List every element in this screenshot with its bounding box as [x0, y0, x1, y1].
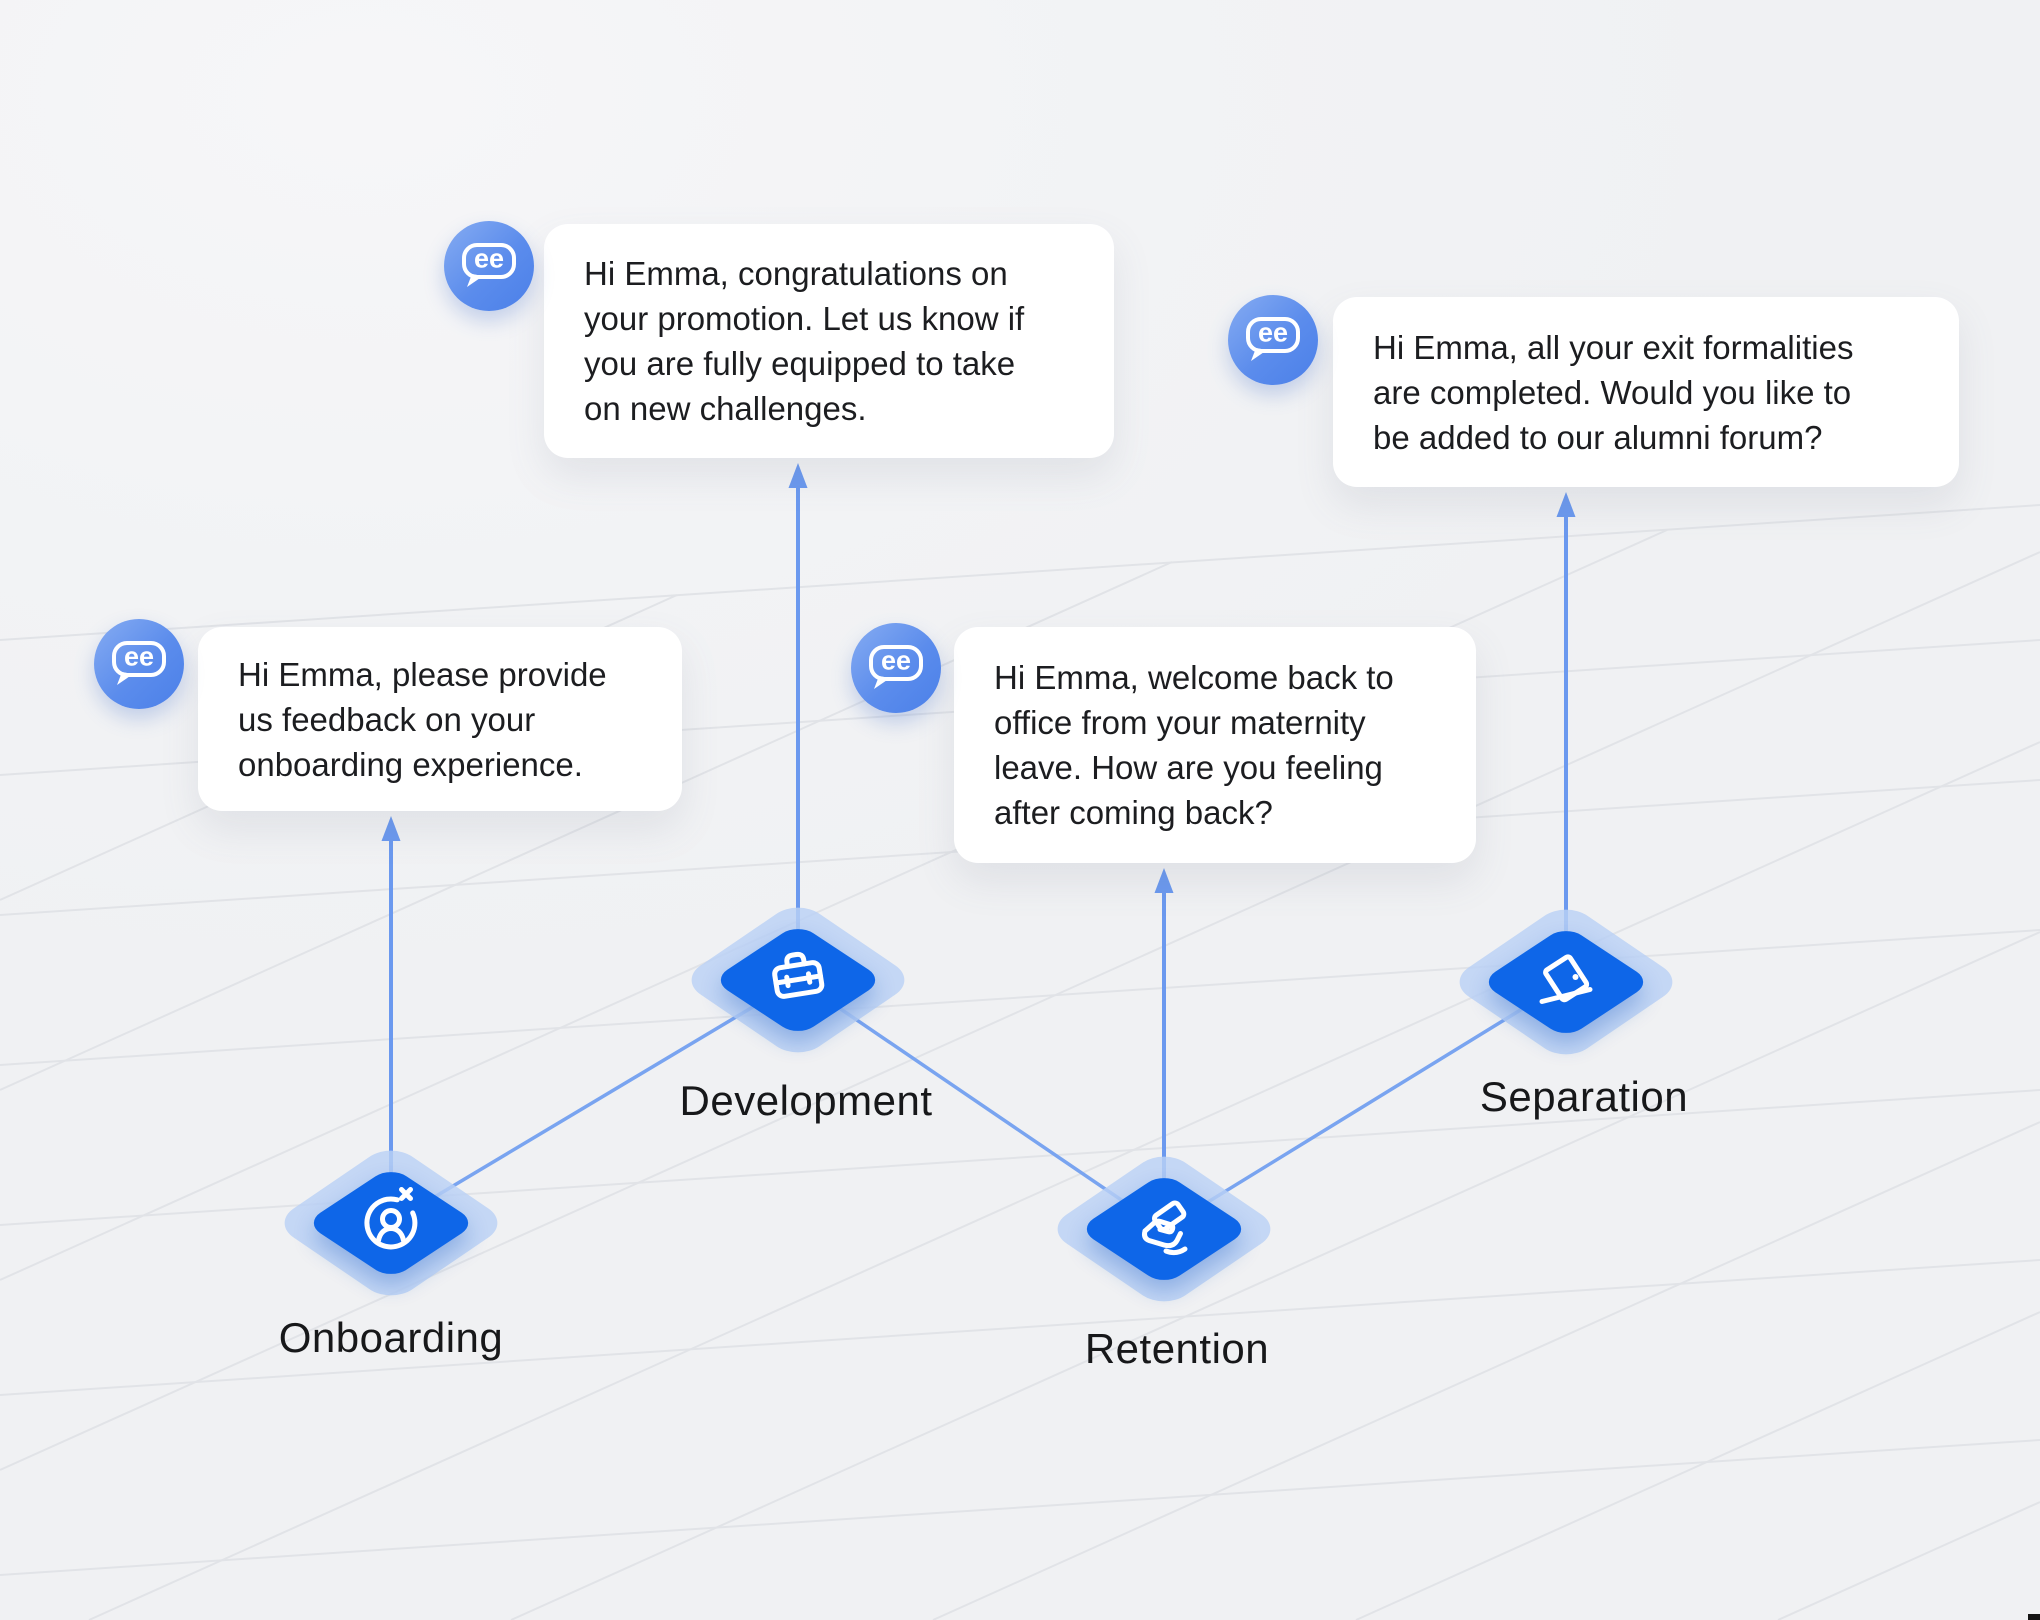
stage-label-onboarding: Onboarding	[278, 1314, 504, 1361]
brand-monogram: ee	[1258, 318, 1288, 348]
arrowhead-separation-icon	[1556, 492, 1576, 517]
connector-development-retention	[797, 978, 1165, 1231]
chatbot-avatar-retention: ee	[851, 623, 941, 713]
message-bubble-development: Hi Emma, congratulations on your promoti…	[544, 224, 1114, 458]
hand-money-icon	[1142, 1200, 1188, 1256]
arrowhead-development-icon	[788, 463, 808, 488]
brand-monogram: ee	[474, 244, 504, 274]
stage-label-retention: Retention	[1084, 1325, 1270, 1372]
brand-monogram: ee	[881, 646, 911, 676]
arrowhead-retention-icon	[1154, 868, 1174, 893]
chatbot-avatar-onboarding: ee	[94, 619, 184, 709]
chat-bubble-logo-icon: ee	[112, 641, 166, 685]
open-door-icon	[1539, 954, 1593, 1004]
message-text-development: Hi Emma, congratulations on your promoti…	[584, 255, 1025, 427]
chat-bubble-logo-icon: ee	[462, 243, 516, 287]
stage-label-separation: Separation	[1479, 1073, 1689, 1120]
message-text-onboarding: Hi Emma, please provide us feedback on y…	[238, 655, 607, 783]
connector-retention-separation	[1163, 980, 1567, 1231]
connector-onboarding-development	[390, 978, 799, 1225]
message-bubble-onboarding: Hi Emma, please provide us feedback on y…	[198, 627, 682, 811]
chat-bubble-logo-icon: ee	[1246, 317, 1300, 361]
chatbot-avatar-separation: ee	[1228, 295, 1318, 385]
chat-bubble-logo-icon: ee	[869, 645, 923, 689]
message-text-retention: Hi Emma, welcome back to office from you…	[994, 659, 1394, 831]
message-text-separation: Hi Emma, all your exit formalities are c…	[1373, 328, 1854, 456]
message-bubble-retention: Hi Emma, welcome back to office from you…	[954, 627, 1476, 863]
corner-mark	[2028, 1614, 2040, 1620]
arrowhead-onboarding-icon	[381, 816, 401, 841]
brand-monogram: ee	[124, 642, 154, 672]
chatbot-avatar-development: ee	[444, 221, 534, 311]
briefcase-icon	[772, 951, 825, 999]
message-bubble-separation: Hi Emma, all your exit formalities are c…	[1333, 297, 1959, 487]
new-employee-icon	[364, 1187, 418, 1250]
stage-label-development: Development	[679, 1077, 933, 1124]
